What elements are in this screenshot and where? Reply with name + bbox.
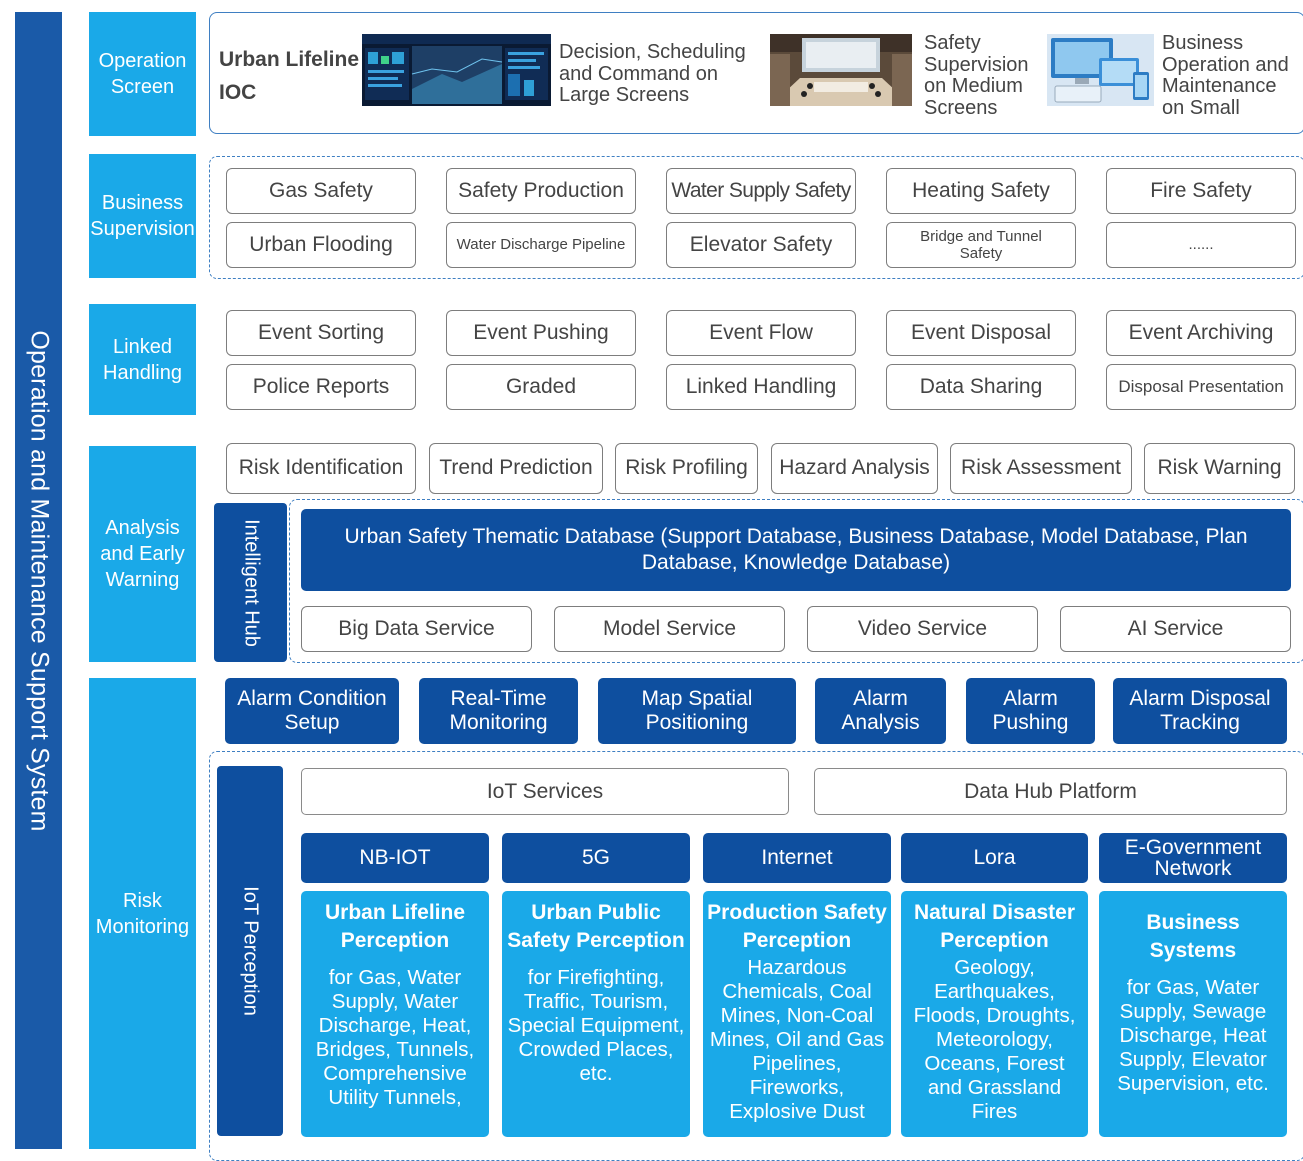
- category-label: Operation Screen: [98, 50, 187, 98]
- biz-bridge-tunnel-safety: Bridge and Tunnel Safety: [886, 222, 1076, 268]
- service-big-data: Big Data Service: [301, 606, 532, 652]
- perception-title: Production Safety Perception: [707, 901, 887, 952]
- link-event-flow: Event Flow: [666, 310, 856, 356]
- network-5g: 5G: [502, 833, 690, 883]
- category-operation-screen: Operation Screen: [89, 12, 196, 136]
- analysis-hazard-analysis: Hazard Analysis: [771, 443, 938, 494]
- perception-urban-public-safety: Urban Public Safety Perception for Firef…: [502, 891, 690, 1137]
- perception-title: Urban Lifeline Perception: [324, 901, 466, 952]
- biz-elevator-safety: Elevator Safety: [666, 222, 856, 268]
- perception-title: Business Systems: [1146, 911, 1240, 962]
- link-graded: Graded: [446, 364, 636, 410]
- alarm-condition-setup: Alarm Condition Setup: [225, 678, 399, 744]
- alarm-pushing: Alarm Pushing: [966, 678, 1095, 744]
- medium-screen-image: [770, 34, 912, 106]
- link-disposal-presentation: Disposal Presentation: [1106, 364, 1296, 410]
- biz-heating-safety: Heating Safety: [886, 168, 1076, 214]
- biz-fire-safety: Fire Safety: [1106, 168, 1296, 214]
- perception-desc: Geology, Earthquakes, Floods, Droughts, …: [913, 956, 1076, 1124]
- perception-production-safety: Production Safety Perception Hazardous C…: [703, 891, 891, 1137]
- analysis-risk-warning: Risk Warning: [1144, 443, 1295, 494]
- thematic-database: Urban Safety Thematic Database (Support …: [301, 509, 1291, 591]
- link-event-disposal: Event Disposal: [886, 310, 1076, 356]
- category-risk-monitoring: Risk Monitoring: [89, 678, 196, 1149]
- alarm-disposal-tracking: Alarm Disposal Tracking: [1113, 678, 1287, 744]
- perception-desc: for Firefighting, Traffic, Tourism, Spec…: [507, 966, 685, 1086]
- alarm-analysis: Alarm Analysis: [815, 678, 946, 744]
- link-event-archiving: Event Archiving: [1106, 310, 1296, 356]
- category-label: Risk Monitoring: [95, 889, 190, 938]
- biz-water-supply-safety: Water Supply Safety: [666, 168, 856, 214]
- perception-title: Urban Public Safety Perception: [507, 901, 685, 952]
- side-bar: Operation and Maintenance Support System: [15, 12, 62, 1149]
- network-lora: Lora: [901, 833, 1088, 883]
- perception-desc: Hazardous Chemicals, Coal Mines, Non-Coa…: [709, 956, 885, 1124]
- link-police-reports: Police Reports: [226, 364, 416, 410]
- small-screen-image: [1047, 34, 1154, 106]
- intelligent-hub-label-box: Intelligent Hub: [214, 503, 287, 662]
- biz-water-discharge-pipeline: Water Discharge Pipeline: [446, 222, 636, 268]
- network-internet: Internet: [703, 833, 891, 883]
- perception-urban-lifeline: Urban Lifeline Perception for Gas, Water…: [301, 891, 489, 1137]
- link-linked-handling: Linked Handling: [666, 364, 856, 410]
- perception-desc: for Gas, Water Supply, Sewage Discharge,…: [1117, 976, 1269, 1096]
- biz-safety-production: Safety Production: [446, 168, 636, 214]
- business-supervision-frame: [209, 156, 1303, 279]
- ioc-title-line2: IOC: [219, 80, 257, 104]
- ioc-title-line1: Urban Lifeline: [219, 48, 360, 71]
- perception-natural-disaster: Natural Disaster Perception Geology, Ear…: [901, 891, 1088, 1137]
- category-label: Linked Handling: [103, 335, 182, 384]
- link-event-sorting: Event Sorting: [226, 310, 416, 356]
- network-e-government: E-Government Network: [1099, 833, 1287, 883]
- category-business-supervision: Business Supervision: [89, 154, 196, 278]
- ioc-title: Urban Lifeline IOC: [219, 44, 359, 109]
- service-model: Model Service: [554, 606, 785, 652]
- intelligent-hub-frame: [289, 499, 1303, 663]
- analysis-risk-profiling: Risk Profiling: [615, 443, 758, 494]
- side-bar-label: Operation and Maintenance Support System: [25, 329, 53, 832]
- service-ai: AI Service: [1060, 606, 1291, 652]
- alarm-map-spatial-positioning: Map Spatial Positioning: [598, 678, 796, 744]
- operation-screen-frame: [209, 12, 1303, 134]
- iot-perception-label: IoT Perception: [239, 886, 262, 1016]
- medium-screen-label: Safety Supervision on Medium Screens: [924, 32, 1029, 119]
- iot-perception-label-box: IoT Perception: [217, 766, 283, 1136]
- large-screen-image: [362, 34, 551, 106]
- perception-business-systems: Business Systems for Gas, Water Supply, …: [1099, 891, 1287, 1137]
- analysis-trend-prediction: Trend Prediction: [429, 443, 603, 494]
- analysis-risk-identification: Risk Identification: [226, 443, 416, 494]
- category-linked-handling: Linked Handling: [89, 304, 196, 415]
- small-screen-label: Business Operation and Maintenance on Sm…: [1162, 32, 1289, 119]
- intelligent-hub-label: Intelligent Hub: [240, 518, 262, 647]
- data-hub-platform: Data Hub Platform: [814, 768, 1287, 815]
- category-analysis-warning: Analysis and Early Warning: [89, 446, 196, 662]
- iot-services: IoT Services: [301, 768, 789, 815]
- category-label: Business Supervision: [90, 192, 195, 240]
- service-video: Video Service: [807, 606, 1038, 652]
- analysis-risk-assessment: Risk Assessment: [950, 443, 1132, 494]
- link-data-sharing: Data Sharing: [886, 364, 1076, 410]
- biz-gas-safety: Gas Safety: [226, 168, 416, 214]
- biz-urban-flooding: Urban Flooding: [226, 222, 416, 268]
- perception-desc: for Gas, Water Supply, Water Discharge, …: [315, 966, 475, 1110]
- large-screen-label: Decision, Scheduling and Command on Larg…: [559, 41, 746, 107]
- link-event-pushing: Event Pushing: [446, 310, 636, 356]
- network-nb-iot: NB-IOT: [301, 833, 489, 883]
- biz-more: ......: [1106, 222, 1296, 268]
- category-label: Analysis and Early Warning: [100, 517, 185, 591]
- alarm-real-time-monitoring: Real-Time Monitoring: [419, 678, 578, 744]
- perception-title: Natural Disaster Perception: [913, 901, 1076, 952]
